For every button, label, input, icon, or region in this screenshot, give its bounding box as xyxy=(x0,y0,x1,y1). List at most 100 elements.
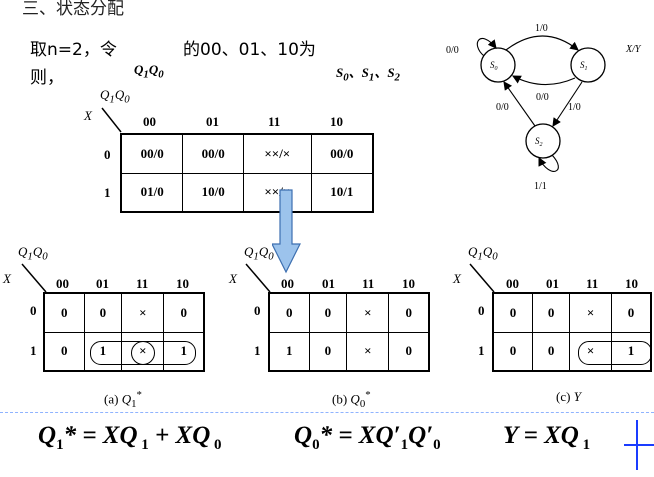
map-a-col-header: 10 xyxy=(176,276,189,291)
map-b-caption: (b) Q0* xyxy=(332,389,371,410)
map-a-row-var: X xyxy=(3,271,11,286)
big-map-row-header: 1 xyxy=(104,185,111,200)
map-b-corner xyxy=(245,263,271,293)
map-b-row-var: X xyxy=(229,271,237,286)
state-s0 xyxy=(480,47,516,83)
edge-s2-s0 xyxy=(503,81,536,127)
map-b-cell: 0 xyxy=(268,292,310,333)
edge-s0-self xyxy=(476,38,497,57)
intro-s-vars: S0、S1、S2 xyxy=(336,65,400,84)
map-b-col-var: Q1Q0 xyxy=(244,244,274,263)
edge-s0-self-label: 0/0 xyxy=(446,45,459,56)
map-c-cell: × xyxy=(569,292,612,333)
kmap-c: 0 0 × 0 0 0 × 1 xyxy=(492,292,652,372)
state-diagram: S0 S1 S2 0/0 1/0 0/0 1/0 0/0 1/1 X/Y xyxy=(446,23,642,192)
map-a-cell: 0 xyxy=(43,292,85,333)
map-a-row-header: 1 xyxy=(30,343,37,358)
map-c-cell: 0 xyxy=(610,292,652,333)
big-map-cell: 10/1 xyxy=(310,172,374,213)
edge-s0-s1 xyxy=(505,35,579,51)
section-heading: 三、状态分配 xyxy=(22,0,124,19)
svg-text:S2: S2 xyxy=(535,136,543,148)
map-b-cell: × xyxy=(346,292,390,333)
big-map-cell: 00/0 xyxy=(310,133,374,174)
state-s2 xyxy=(525,123,561,159)
map-c-cell: 0 xyxy=(492,331,534,372)
map-b-cell: 0 xyxy=(308,331,348,372)
edge-s2-self xyxy=(538,154,559,172)
map-c-corner xyxy=(469,263,495,293)
map-c-col-header: 10 xyxy=(625,276,638,291)
big-map-col-var: Q1Q0 xyxy=(100,87,130,106)
map-a-cell: 0 xyxy=(163,292,205,333)
intro-line1-b: 的00、01、10为 xyxy=(183,40,316,60)
map-a-cell: 0 xyxy=(43,331,85,372)
big-map-col-header: 11 xyxy=(268,114,281,129)
edge-s2-self-label: 1/1 xyxy=(534,181,547,192)
big-kmap: 00/0 00/0 ××/× 00/0 01/0 10/0 ××/× 10/1 xyxy=(120,133,374,213)
separator-line xyxy=(0,412,654,413)
big-map-col-header: 01 xyxy=(206,114,219,129)
map-c-cell: 0 xyxy=(532,331,571,372)
map-b-cell: 0 xyxy=(308,292,348,333)
map-c-cell: 0 xyxy=(532,292,571,333)
map-b-cell: × xyxy=(346,331,390,372)
map-a-circle xyxy=(131,341,155,365)
kmap-a: 0 0 × 0 0 1 × 1 xyxy=(43,292,205,372)
formula-q1: Q1* = XQ 1 + XQ 0 xyxy=(38,422,222,453)
intro-line1-a: 取n=2，令 xyxy=(30,40,117,60)
map-c-row-header: 0 xyxy=(478,303,485,318)
svg-text:S0: S0 xyxy=(490,60,498,72)
map-c-col-header: 01 xyxy=(546,276,559,291)
edge-s1-s0-label: 0/0 xyxy=(536,92,549,103)
big-map-cell: 10/0 xyxy=(182,172,245,213)
map-a-col-header: 01 xyxy=(96,276,109,291)
edge-s2-s0-label: 0/0 xyxy=(496,102,509,113)
map-c-caption: (c) Y xyxy=(556,389,581,404)
map-c-cell: 0 xyxy=(492,292,534,333)
map-c-col-header: 00 xyxy=(506,276,519,291)
state-s1 xyxy=(570,47,606,83)
big-map-cell: 01/0 xyxy=(120,172,184,213)
map-c-group-loop xyxy=(578,341,652,365)
map-b-col-header: 00 xyxy=(281,276,294,291)
down-arrow xyxy=(272,189,301,274)
big-map-row-var: X xyxy=(84,108,92,123)
map-c-row-header: 1 xyxy=(478,343,485,358)
map-b-cell: 1 xyxy=(268,331,310,372)
map-c-col-var: Q1Q0 xyxy=(468,244,498,263)
map-a-corner xyxy=(21,263,47,293)
intro-q-vars: Q1Q0 xyxy=(134,62,164,81)
map-c-col-header: 11 xyxy=(586,276,599,291)
map-b-col-header: 11 xyxy=(362,276,375,291)
ruler-mark xyxy=(624,444,654,446)
big-map-col-header: 10 xyxy=(330,114,343,129)
kmap-b: 0 0 × 0 1 0 × 0 xyxy=(268,292,430,372)
edge-s1-s2 xyxy=(552,81,583,127)
map-a-col-var: Q1Q0 xyxy=(18,244,48,263)
map-b-row-header: 1 xyxy=(254,343,261,358)
big-map-cell: 00/0 xyxy=(182,133,245,174)
map-a-cell: 0 xyxy=(83,292,123,333)
big-map-cell: ××/× xyxy=(243,133,312,174)
map-a-caption: (a) Q1* xyxy=(104,389,142,410)
intro-line2-a: 则， xyxy=(30,68,64,88)
svg-text:S1: S1 xyxy=(580,60,588,72)
formula-q0: Q0* = XQ′1Q′0 xyxy=(294,422,441,453)
legend-xy: X/Y xyxy=(625,44,642,55)
map-b-row-header: 0 xyxy=(254,303,261,318)
map-b-col-header: 10 xyxy=(402,276,415,291)
map-a-col-header: 11 xyxy=(136,276,149,291)
big-map-col-header: 00 xyxy=(143,114,156,129)
edge-s1-s0 xyxy=(512,75,576,86)
map-b-cell: 0 xyxy=(388,331,430,372)
map-a-col-header: 00 xyxy=(56,276,69,291)
map-b-col-header: 01 xyxy=(322,276,335,291)
formula-y: Y = XQ 1 xyxy=(503,422,591,453)
map-a-row-header: 0 xyxy=(30,303,37,318)
big-map-row-header: 0 xyxy=(104,147,111,162)
big-map-corner xyxy=(101,107,122,133)
edge-s0-s1-label: 1/0 xyxy=(535,23,548,34)
map-c-row-var: X xyxy=(453,271,461,286)
map-b-cell: 0 xyxy=(388,292,430,333)
